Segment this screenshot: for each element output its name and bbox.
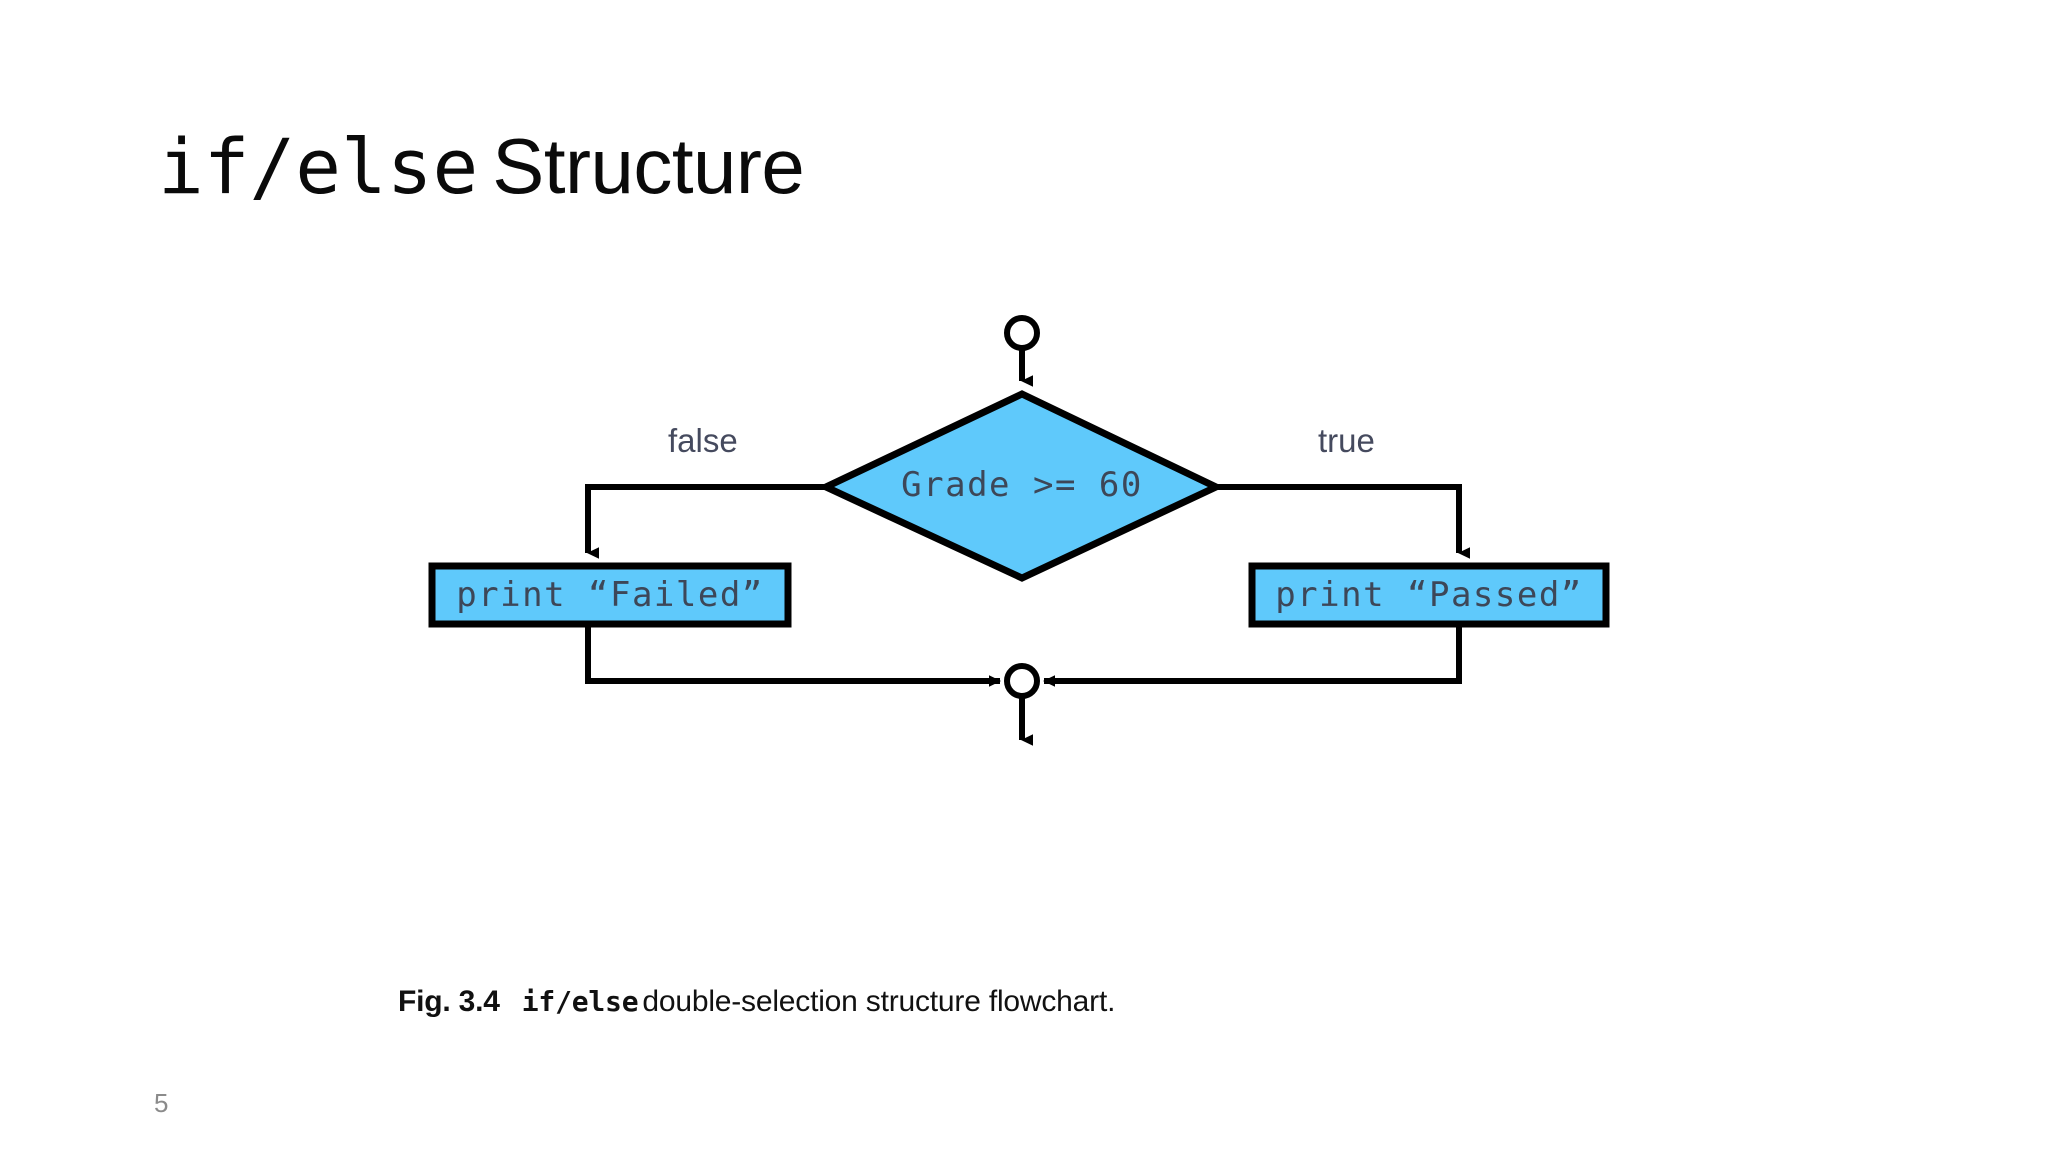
merge-connector-circle <box>1004 663 1040 699</box>
figure-caption-text: double-selection structure flowchart. <box>642 985 1116 1018</box>
page-title-sans-part: Structure <box>492 122 805 211</box>
edge-true-to-merge <box>1043 626 1462 687</box>
start-connector-circle <box>1004 315 1040 351</box>
true-action-label: print “Passed” <box>1275 575 1583 615</box>
decision-label: Grade >= 60 <box>901 465 1143 505</box>
page-number: 5 <box>154 1088 169 1118</box>
page-title-mono-part: if/else <box>158 122 479 212</box>
branch-label-true: true <box>1318 422 1375 459</box>
false-action-label: print “Failed” <box>456 575 764 615</box>
figure-caption-mono-term: if/else <box>521 985 639 1018</box>
edge-false-branch <box>585 484 826 559</box>
branch-label-false: false <box>668 422 738 459</box>
figure-number: Fig. 3.4 <box>398 985 500 1018</box>
edge-true-branch <box>1216 484 1470 559</box>
edge-false-to-merge <box>585 626 1001 687</box>
